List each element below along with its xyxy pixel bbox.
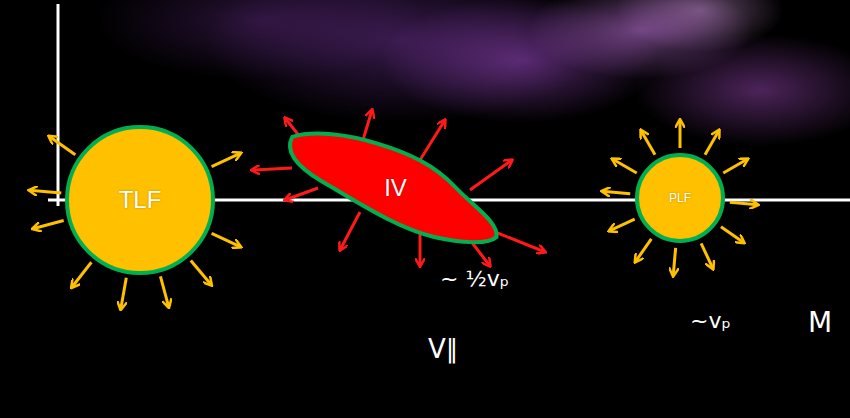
emission-arrow xyxy=(191,261,212,286)
emission-arrow xyxy=(212,233,241,247)
emission-arrow xyxy=(673,248,675,276)
vertical-axis xyxy=(57,4,60,206)
emission-arrow xyxy=(730,202,758,204)
blob-region: IV xyxy=(288,130,503,245)
emission-arrow xyxy=(612,159,636,173)
emission-arrow xyxy=(679,120,682,148)
emission-arrow xyxy=(705,130,719,154)
emission-arrow xyxy=(252,168,292,170)
emission-arrow xyxy=(641,130,655,154)
emission-arrow xyxy=(701,243,713,268)
emission-arrow xyxy=(160,276,168,307)
emission-arrow xyxy=(635,239,651,262)
emission-arrow xyxy=(285,188,318,200)
emission-arrow xyxy=(33,220,64,228)
emission-arrow xyxy=(49,136,75,154)
emission-arrow xyxy=(212,153,241,167)
fragment-circle: TLF xyxy=(65,125,215,275)
fragment-circle: PLF xyxy=(635,153,725,243)
emission-arrow xyxy=(29,190,61,193)
velocity-label: ~ ½vₚ xyxy=(440,266,509,291)
emission-arrow xyxy=(419,232,422,266)
emission-arrow xyxy=(721,227,744,243)
emission-arrow xyxy=(495,232,545,252)
emission-arrow xyxy=(121,278,127,310)
emission-arrow xyxy=(72,262,92,287)
emission-arrow xyxy=(420,120,445,160)
emission-arrow xyxy=(340,212,360,250)
emission-arrow xyxy=(609,219,634,231)
emission-arrow xyxy=(723,159,747,173)
node-label: TLF xyxy=(119,186,162,214)
emission-arrow xyxy=(602,191,630,193)
emission-arrow xyxy=(470,160,512,190)
node-label: PLF xyxy=(669,191,691,205)
velocity-label: V∥ xyxy=(428,334,459,364)
velocity-label: ~vₚ xyxy=(690,308,731,333)
node-label: IV xyxy=(384,174,407,202)
velocity-label: M xyxy=(808,306,832,339)
emission-arrows xyxy=(29,110,757,309)
